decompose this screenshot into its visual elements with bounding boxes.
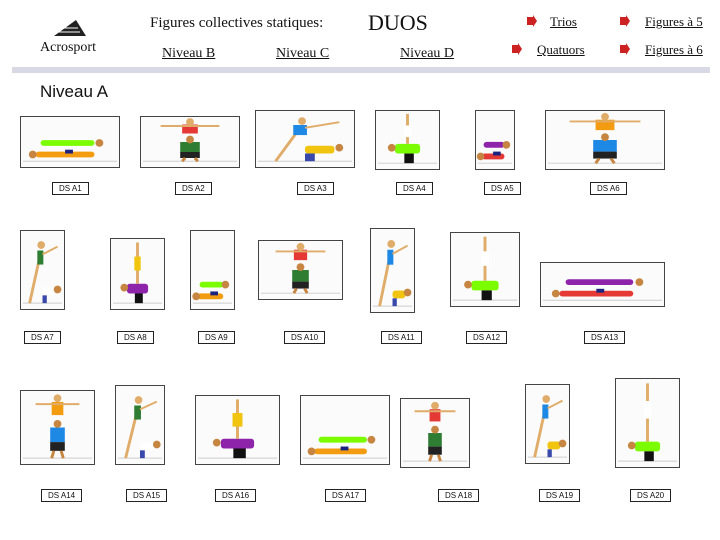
figure-label[interactable]: DS A3 [297,182,334,195]
figure-label[interactable]: DS A19 [539,489,581,502]
figure-label[interactable]: DS A6 [590,182,627,195]
arrow-right-icon [527,15,537,27]
nav-niveau-c[interactable]: Niveau C [276,46,330,61]
figure-label[interactable]: DS A10 [284,331,326,344]
figure-thumbnail[interactable] [300,395,390,465]
figure-label[interactable]: DS A17 [325,489,367,502]
link-quatuors[interactable]: Quatuors [537,42,585,57]
figure-label[interactable]: DS A4 [396,182,433,195]
arrow-right-icon [620,43,630,55]
figure-thumbnail[interactable] [20,116,120,168]
figure-thumbnail[interactable] [375,110,440,170]
figure-label[interactable]: DS A20 [630,489,672,502]
page-title: Figures collectives statiques: [150,15,324,31]
figure-label[interactable]: DS A7 [24,331,61,344]
figure-thumbnail[interactable] [450,232,520,307]
figure-thumbnail[interactable] [140,116,240,168]
figure-thumbnail[interactable] [195,395,280,465]
figure-label[interactable]: DS A1 [52,182,89,195]
figure-label[interactable]: DS A11 [381,331,422,344]
figure-thumbnail[interactable] [20,230,65,310]
figure-label[interactable]: DS A16 [215,489,257,502]
figure-label[interactable]: DS A14 [41,489,83,502]
figure-label[interactable]: DS A18 [438,489,480,502]
figure-label[interactable]: DS A9 [198,331,235,344]
figure-thumbnail[interactable] [525,384,570,464]
header-divider [12,67,710,73]
figure-thumbnail[interactable] [400,398,470,468]
figure-label[interactable]: DS A8 [117,331,154,344]
link-trios[interactable]: Trios [550,14,577,29]
figure-thumbnail[interactable] [615,378,680,468]
figure-thumbnail[interactable] [258,240,343,300]
figure-label[interactable]: DS A5 [484,182,521,195]
link-figures-a-6[interactable]: Figures à 6 [645,42,703,57]
figure-thumbnail[interactable] [115,385,165,465]
figure-thumbnail[interactable] [545,110,665,170]
logo-text: Acrosport [40,40,96,55]
figure-thumbnail[interactable] [540,262,665,307]
acrosport-logo-icon [54,20,86,36]
section-title: Niveau A [40,82,109,101]
figure-label[interactable]: DS A2 [175,182,212,195]
arrow-right-icon [620,15,630,27]
figure-label[interactable]: DS A13 [584,331,626,344]
figure-thumbnail[interactable] [190,230,235,310]
figure-thumbnail[interactable] [255,110,355,168]
figure-thumbnail[interactable] [370,228,415,313]
nav-niveau-d[interactable]: Niveau D [400,46,455,61]
figure-thumbnail[interactable] [110,238,165,310]
figure-thumbnail[interactable] [475,110,515,170]
link-figures-a-5[interactable]: Figures à 5 [645,14,703,29]
nav-niveau-b[interactable]: Niveau B [162,46,216,61]
arrow-right-icon [512,43,522,55]
figure-thumbnail[interactable] [20,390,95,465]
page-title-emphasis: DUOS [368,10,428,35]
figure-label[interactable]: DS A15 [126,489,168,502]
figure-label[interactable]: DS A12 [466,331,508,344]
